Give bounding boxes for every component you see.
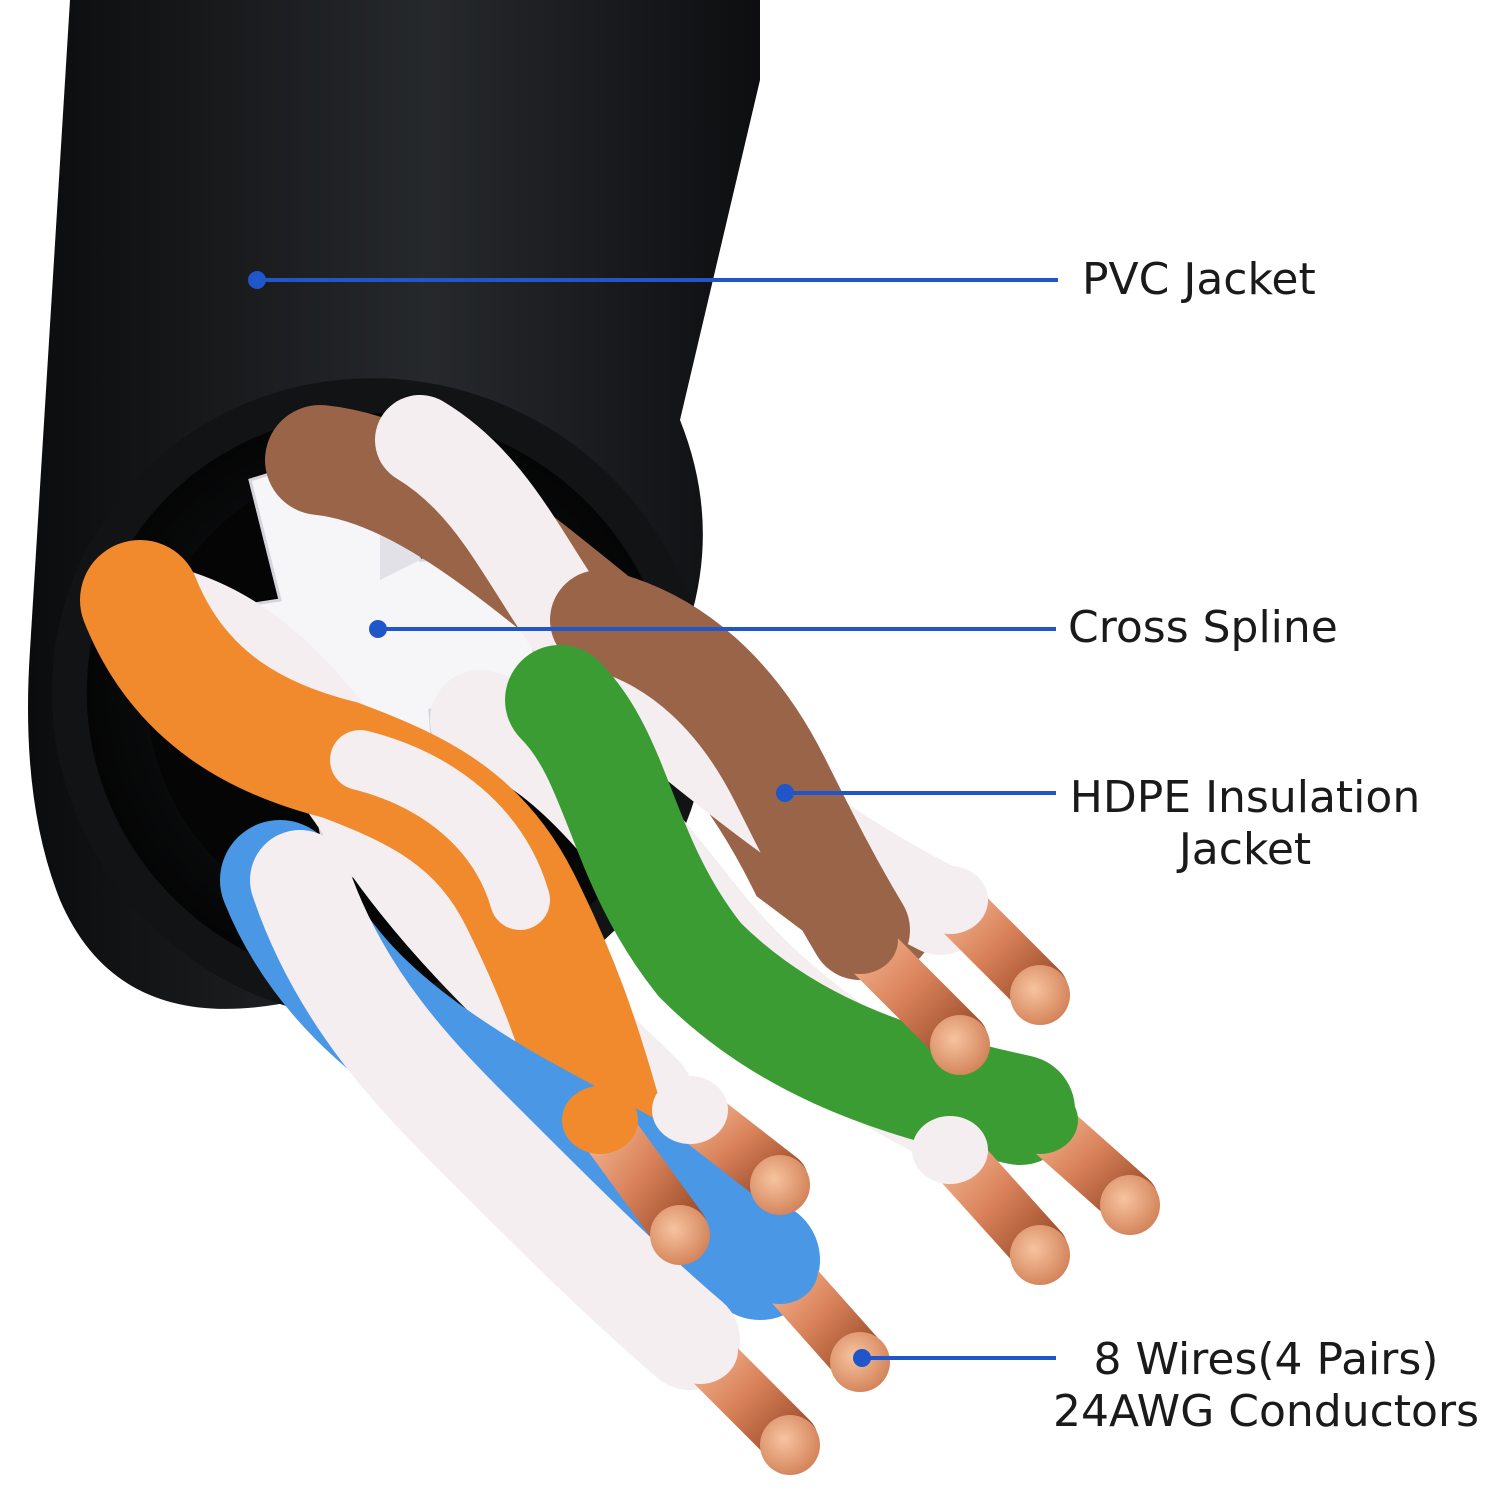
copper-conductors — [562, 866, 1160, 1475]
hdpe-insulation-label-line-1: HDPE Insulation — [1069, 772, 1421, 823]
leader-lines — [248, 271, 1058, 1367]
leader-line-hdpe-insulation — [776, 784, 1056, 802]
pvc-jacket-label: PVC Jacket — [1082, 254, 1316, 306]
conductors-label: 8 Wires(4 Pairs) 24AWG Conductors — [1040, 1334, 1492, 1438]
hdpe-insulation-label-line-2: Jacket — [1178, 824, 1312, 875]
conductors-label-line-1: 8 Wires(4 Pairs) — [1093, 1334, 1439, 1385]
cross-spline-label-line: Cross Spline — [1068, 602, 1338, 653]
conductors-label-line-2: 24AWG Conductors — [1053, 1386, 1479, 1437]
green-pair — [430, 645, 1075, 1170]
leader-line-pvc-jacket — [248, 271, 1058, 289]
pvc-jacket-label-line: PVC Jacket — [1082, 254, 1316, 305]
leader-line-conductors — [853, 1349, 1056, 1367]
hdpe-insulation-label: HDPE Insulation Jacket — [1060, 772, 1430, 876]
orange-pair — [80, 540, 695, 1170]
cross-spline-label: Cross Spline — [1068, 602, 1338, 654]
brown-pair — [265, 395, 985, 980]
leader-line-cross-spline — [369, 620, 1056, 638]
